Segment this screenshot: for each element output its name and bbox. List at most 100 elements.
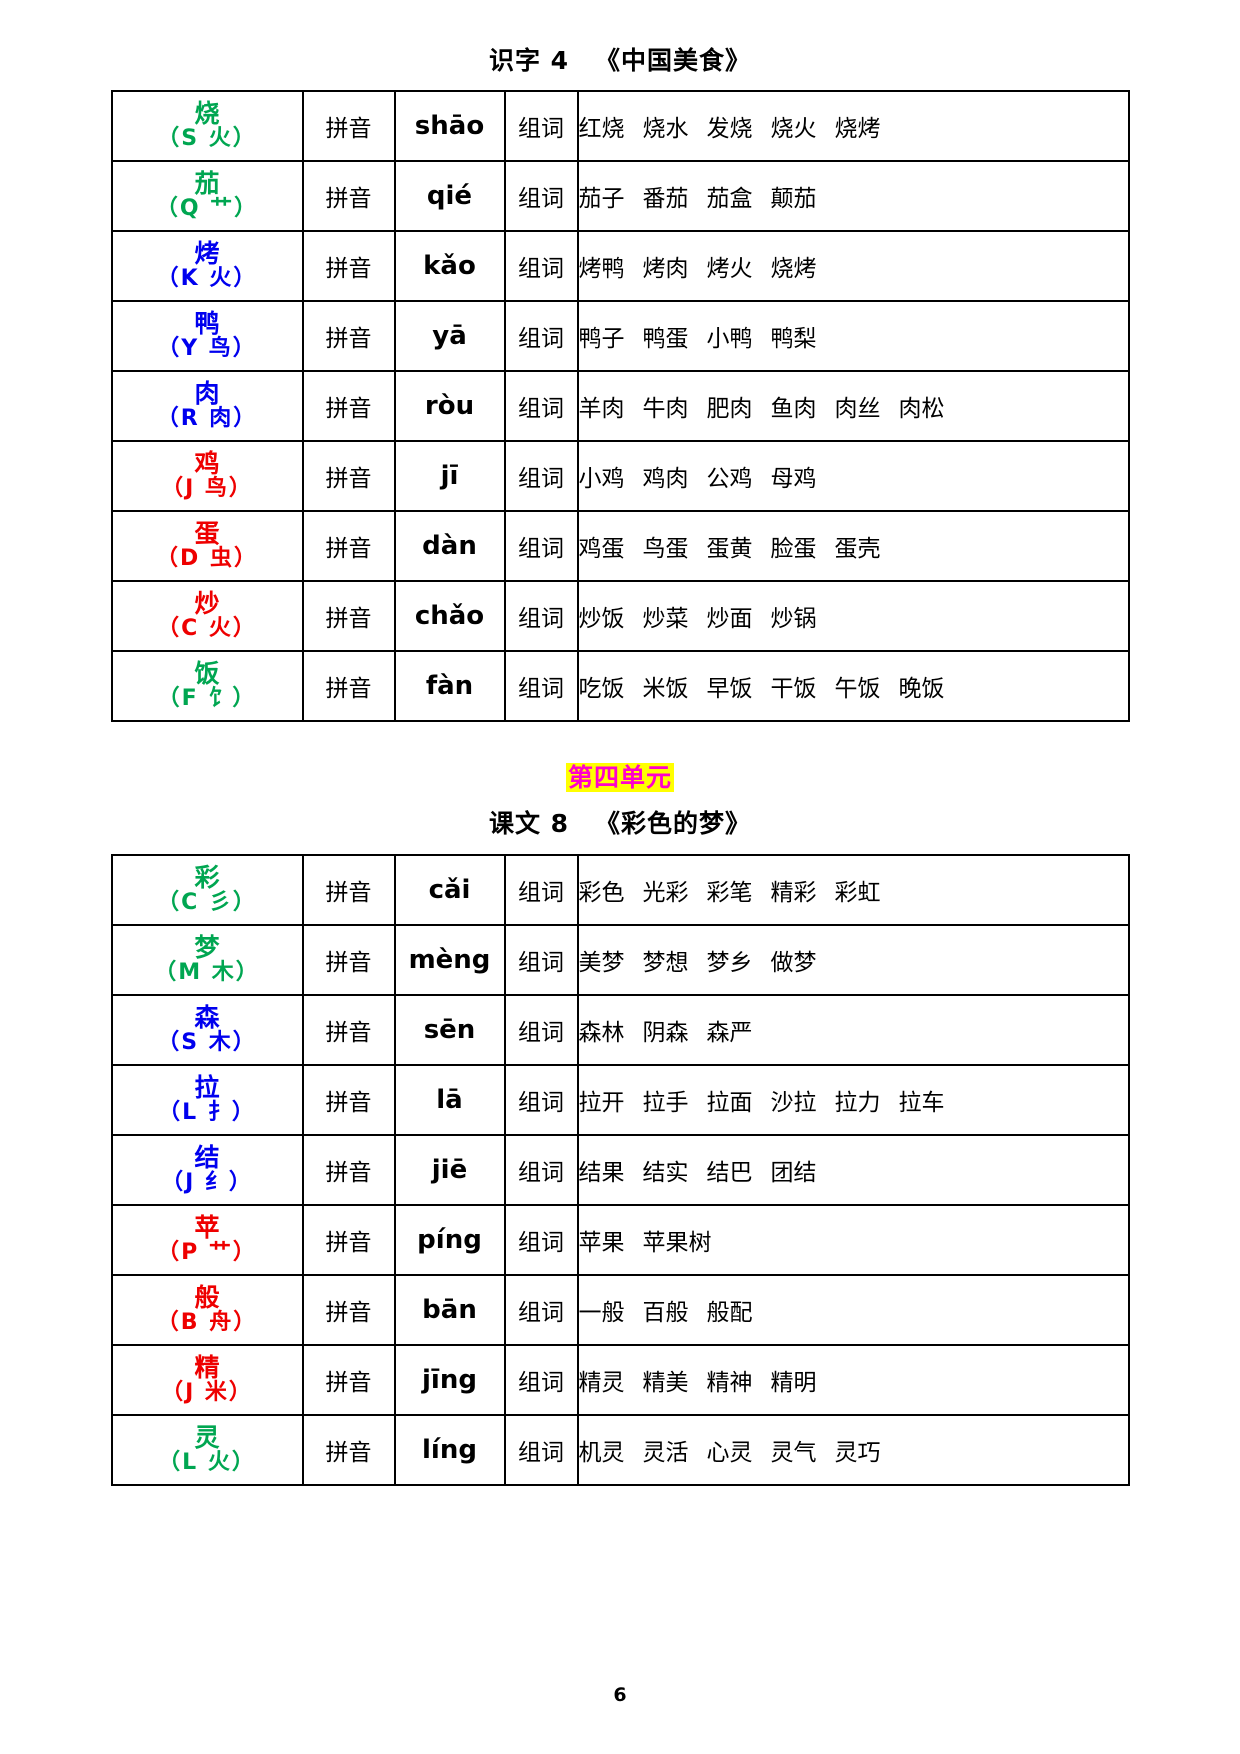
pinyin-label: 拼音 — [301, 1134, 396, 1206]
unit-banner-text: 第四单元 — [565, 763, 674, 792]
words-label: 组词 — [503, 300, 579, 372]
word-item: 干饭 — [770, 676, 817, 702]
character-decomposition: （C 彡） — [157, 889, 257, 915]
pinyin-value: shāo — [393, 90, 506, 162]
pinyin-value: fàn — [393, 650, 506, 722]
word-item: 烧烤 — [834, 116, 881, 142]
pinyin-value: jiē — [393, 1134, 506, 1206]
word-item: 精彩 — [770, 880, 817, 906]
character-glyph: 鸡 — [194, 448, 220, 478]
character-cell: 结（J 纟） — [110, 1134, 304, 1206]
character-decomposition: （C 火） — [157, 615, 257, 641]
words-label: 组词 — [503, 370, 579, 442]
words-cell: 一般百般般配 — [576, 1274, 1130, 1346]
character-decomposition: （J 米） — [161, 1379, 253, 1405]
character-decomposition: （J 鸟） — [161, 475, 253, 501]
pinyin-value: kǎo — [393, 230, 506, 302]
character-decomposition: （S 木） — [157, 1029, 257, 1055]
word-item: 脸蛋 — [770, 536, 817, 562]
character-glyph: 森 — [194, 1002, 220, 1032]
word-item: 心灵 — [706, 1440, 753, 1466]
word-item: 结实 — [642, 1160, 689, 1186]
character-cell: 鸭（Y 鸟） — [110, 300, 304, 372]
word-item: 鱼肉 — [770, 396, 817, 422]
character-decomposition: （P 艹） — [157, 1239, 257, 1265]
word-item: 烧火 — [770, 116, 817, 142]
word-item: 炒面 — [706, 606, 753, 632]
word-item: 吃饭 — [578, 676, 625, 702]
word-item: 结巴 — [706, 1160, 753, 1186]
words-label: 组词 — [503, 994, 579, 1066]
pinyin-label: 拼音 — [301, 510, 396, 582]
character-glyph: 蛋 — [194, 518, 220, 548]
unit-banner: 第四单元 — [60, 758, 1180, 794]
section2-title: 课文 8《彩色的梦》 — [60, 804, 1180, 840]
pinyin-label: 拼音 — [301, 370, 396, 442]
word-item: 茄盒 — [706, 186, 753, 212]
character-decomposition: （Y 鸟） — [157, 335, 257, 361]
pinyin-label: 拼音 — [301, 300, 396, 372]
word-item: 烤火 — [706, 256, 753, 282]
word-item: 鸡蛋 — [578, 536, 625, 562]
word-item: 彩笔 — [706, 880, 753, 906]
pinyin-value: mèng — [393, 924, 506, 996]
word-item: 番茄 — [642, 186, 689, 212]
pinyin-label: 拼音 — [301, 1344, 396, 1416]
word-item: 拉开 — [578, 1090, 625, 1116]
character-decomposition: （S 火） — [157, 125, 257, 151]
character-cell: 烧（S 火） — [110, 90, 304, 162]
pinyin-value: ròu — [393, 370, 506, 442]
character-decomposition: （K 火） — [156, 265, 258, 291]
word-item: 精灵 — [578, 1370, 625, 1396]
words-cell: 精灵精美精神精明 — [576, 1344, 1130, 1416]
character-glyph: 般 — [194, 1282, 220, 1312]
character-decomposition: （D 虫） — [156, 545, 258, 571]
word-item: 沙拉 — [770, 1090, 817, 1116]
words-cell: 红烧烧水发烧烧火烧烤 — [576, 90, 1130, 162]
word-item: 晚饭 — [898, 676, 945, 702]
pinyin-value: píng — [393, 1204, 506, 1276]
character-glyph: 苹 — [194, 1212, 220, 1242]
pinyin-label: 拼音 — [301, 650, 396, 722]
pinyin-label: 拼音 — [301, 440, 396, 512]
word-item: 米饭 — [642, 676, 689, 702]
pinyin-value: sēn — [393, 994, 506, 1066]
character-glyph: 拉 — [194, 1072, 220, 1102]
pinyin-value: chǎo — [393, 580, 506, 652]
character-glyph: 结 — [194, 1142, 220, 1172]
words-label: 组词 — [503, 650, 579, 722]
word-item: 彩虹 — [834, 880, 881, 906]
words-cell: 吃饭米饭早饭干饭午饭晚饭 — [576, 650, 1130, 722]
pinyin-value: líng — [393, 1414, 506, 1486]
words-cell: 森林阴森森严 — [576, 994, 1130, 1066]
words-label: 组词 — [503, 580, 579, 652]
word-item: 鸟蛋 — [642, 536, 689, 562]
character-cell: 般（B 舟） — [110, 1274, 304, 1346]
character-decomposition: （L 火） — [158, 1449, 256, 1475]
word-item: 团结 — [770, 1160, 817, 1186]
word-item: 做梦 — [770, 950, 817, 976]
word-item: 茄子 — [578, 186, 625, 212]
word-item: 炒菜 — [642, 606, 689, 632]
pinyin-label: 拼音 — [301, 90, 396, 162]
character-glyph: 彩 — [194, 862, 220, 892]
word-item: 颠茄 — [770, 186, 817, 212]
pinyin-label: 拼音 — [301, 924, 396, 996]
word-item: 灵活 — [642, 1440, 689, 1466]
character-glyph: 烤 — [194, 238, 220, 268]
pinyin-value: yā — [393, 300, 506, 372]
pinyin-label: 拼音 — [301, 854, 396, 926]
word-item: 鸭梨 — [770, 326, 817, 352]
character-glyph: 炒 — [194, 588, 220, 618]
